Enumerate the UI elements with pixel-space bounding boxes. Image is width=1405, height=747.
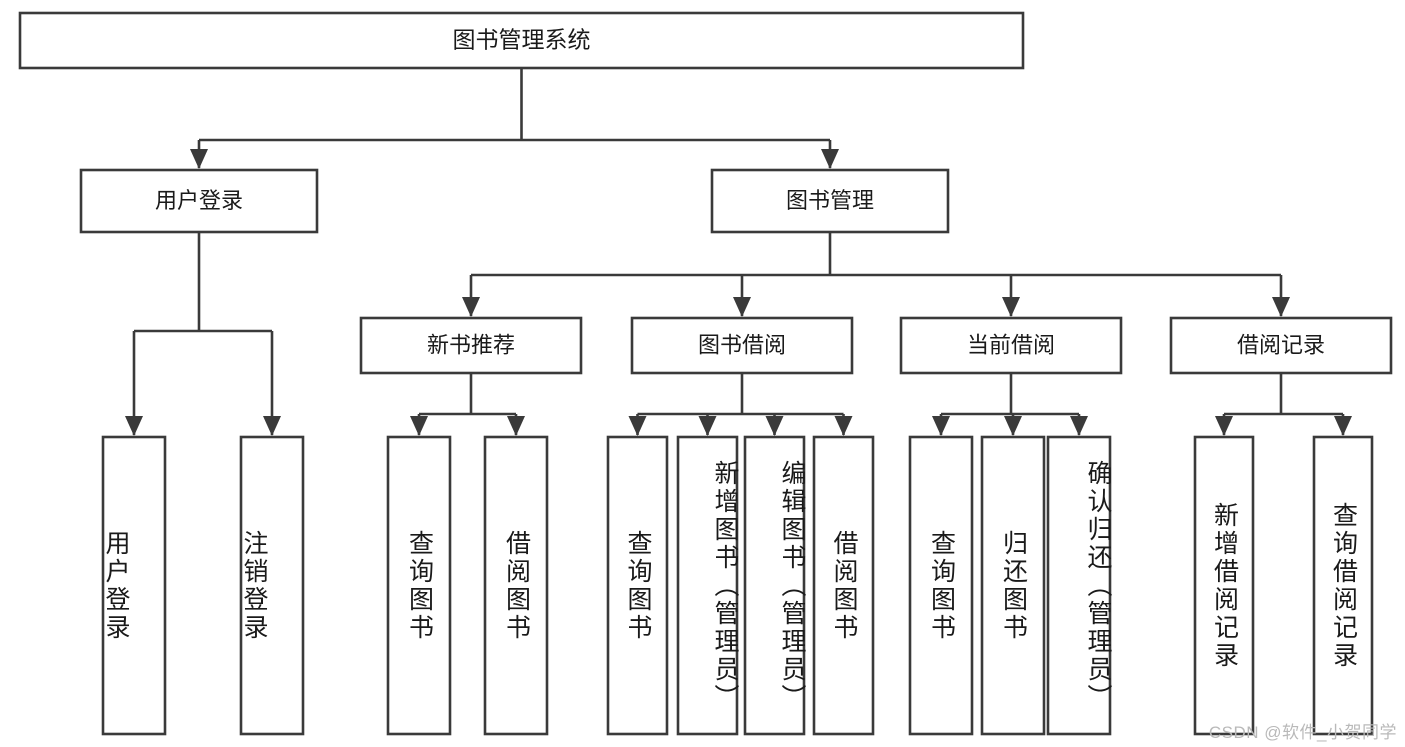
arrow-head-icon	[190, 149, 208, 169]
arrow-head-icon	[698, 416, 717, 436]
node-leaf-query-book-2[interactable]	[606, 435, 669, 736]
node-leaf-query-record[interactable]	[1312, 435, 1374, 736]
node-leaf-add-record[interactable]	[1193, 435, 1255, 736]
node-borrow-record-label: 借阅记录	[1237, 332, 1325, 357]
arrow-head-icon	[628, 416, 647, 436]
node-leaf-user-login[interactable]	[101, 435, 167, 736]
arrow-head-icon	[765, 416, 784, 436]
node-leaf-add-book[interactable]	[676, 435, 739, 736]
node-leaf-logout[interactable]	[239, 435, 305, 736]
arrow-head-icon	[1002, 297, 1020, 317]
node-book-manage[interactable]	[710, 168, 950, 234]
node-book-borrow-label: 图书借阅	[698, 332, 786, 357]
node-current-borrow[interactable]	[899, 316, 1123, 375]
node-root-label: 图书管理系统	[453, 27, 591, 53]
node-new-book-recommend-label: 新书推荐	[427, 332, 515, 357]
watermark: CSDN @软件_小贺同学	[1208, 723, 1397, 742]
node-leaf-borrow-book-2[interactable]	[812, 435, 875, 736]
arrow-head-icon	[507, 416, 525, 436]
node-current-borrow-label: 当前借阅	[967, 332, 1055, 357]
arrow-head-icon	[932, 416, 950, 436]
node-leaf-query-book-1[interactable]	[386, 435, 452, 736]
node-leaf-confirm-return[interactable]	[1046, 435, 1112, 736]
arrow-head-icon	[1334, 416, 1352, 436]
arrow-head-icon	[410, 416, 428, 436]
node-user-login[interactable]	[79, 168, 319, 234]
node-leaf-edit-book[interactable]	[743, 435, 806, 736]
arrow-head-icon	[1070, 416, 1088, 436]
node-book-manage-label: 图书管理	[786, 188, 874, 213]
arrow-head-icon	[1272, 297, 1290, 317]
arrow-head-icon	[263, 416, 281, 436]
node-boxes	[18, 11, 1393, 736]
arrow-head-icon	[1215, 416, 1233, 436]
node-borrow-record[interactable]	[1169, 316, 1393, 375]
node-leaf-query-book-3[interactable]	[908, 435, 974, 736]
node-user-login-label: 用户登录	[155, 188, 243, 213]
connector-lines	[125, 68, 1352, 436]
arrow-head-icon	[733, 297, 751, 317]
arrow-head-icon	[1004, 416, 1022, 436]
arrow-head-icon	[125, 416, 143, 436]
arrow-head-icon	[834, 416, 853, 436]
node-root[interactable]	[18, 11, 1025, 70]
node-book-borrow[interactable]	[630, 316, 854, 375]
node-new-book-recommend[interactable]	[359, 316, 583, 375]
arrow-head-icon	[821, 149, 839, 169]
arrow-head-icon	[462, 297, 480, 317]
node-leaf-return-book[interactable]	[980, 435, 1046, 736]
node-leaf-borrow-book-1[interactable]	[483, 435, 549, 736]
